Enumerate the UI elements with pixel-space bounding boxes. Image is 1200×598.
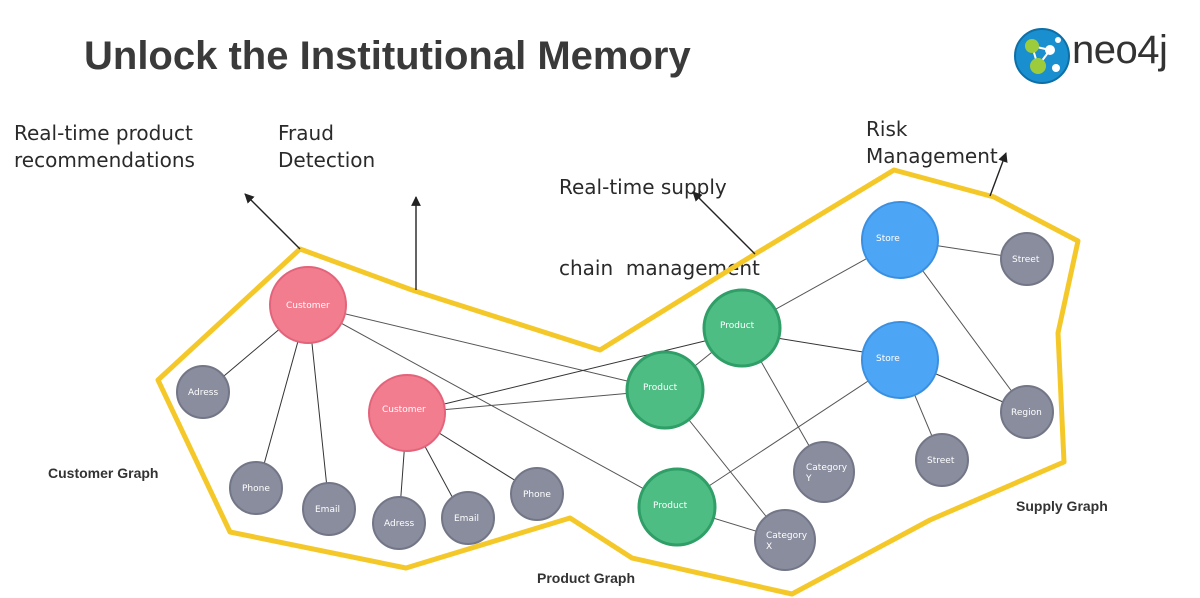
node-customer-2: Customer [368, 374, 446, 452]
node-label: Y [805, 474, 812, 484]
edge [307, 304, 666, 391]
use-case-fraud: Fraud Detection [278, 120, 375, 174]
node-phone-2: Phone [510, 467, 564, 521]
product-graph-label: Product Graph [537, 570, 636, 586]
node-street-2: Street [915, 433, 969, 487]
neo4j-logo-icon [1014, 28, 1070, 84]
node-label: Region [1011, 408, 1042, 418]
node-label: Customer [286, 301, 330, 311]
node-phone-1: Phone [229, 461, 283, 515]
customer-graph-label: Customer Graph [48, 465, 159, 481]
node-label: Adress [188, 388, 218, 398]
node-adress-2: Adress [372, 496, 426, 550]
pointer-arrow [989, 152, 1008, 197]
use-case-line: chain management [559, 256, 760, 280]
graph-outline [155, 167, 1081, 597]
node-street-1: Street [1000, 232, 1054, 286]
page-title: Unlock the Institutional Memory [84, 34, 691, 78]
edge [676, 359, 901, 508]
node-store-1: Store [861, 201, 939, 279]
node-label: Category [766, 531, 808, 541]
pointer-arrow [244, 193, 301, 250]
node-label: X [766, 542, 772, 552]
node-category-x: Category X [754, 509, 816, 571]
use-case-line: Management [866, 144, 998, 168]
node-label: Product [653, 501, 688, 511]
node-label: Email [315, 505, 340, 515]
node-customer-1: Customer [269, 266, 347, 344]
use-case-risk: Risk Management [866, 116, 998, 170]
node-label: Phone [242, 484, 270, 494]
edge [307, 304, 678, 508]
node-store-2: Store [861, 321, 939, 399]
node-label: Category [806, 463, 848, 473]
use-case-line: Risk [866, 117, 908, 141]
node-label: Store [876, 234, 900, 244]
use-case-recommendations: Real-time product recommendations [14, 120, 195, 174]
node-email-2: Email [441, 491, 495, 545]
edge-arrow [406, 330, 743, 414]
node-category-y: Category Y [793, 441, 855, 503]
node-region: Region [1000, 385, 1054, 439]
logo-text: neo4j [1072, 28, 1168, 72]
node-label: Street [1012, 255, 1040, 265]
node-label: Phone [523, 490, 551, 500]
supply-graph-label: Supply Graph [1016, 498, 1108, 514]
use-case-line: Detection [278, 148, 376, 172]
use-case-supply-chain: Real-time supply chain management [559, 120, 760, 309]
node-label: Email [454, 514, 479, 524]
node-email-1: Email [302, 482, 356, 536]
node-product-1: Product [702, 288, 782, 368]
node-label: Adress [384, 519, 414, 529]
node-label: Product [720, 321, 755, 331]
node-product-2: Product [625, 350, 705, 430]
node-label: Customer [382, 405, 426, 415]
node-label: Street [927, 456, 955, 466]
neo4j-logo: neo4j [1012, 26, 1188, 92]
node-adress-1: Adress [176, 365, 230, 419]
node-label: Store [876, 354, 900, 364]
node-label: Product [643, 383, 678, 393]
node-product-3: Product [637, 467, 717, 547]
edge [406, 389, 666, 414]
use-case-line: Fraud [278, 121, 334, 145]
use-case-line: recommendations [14, 148, 195, 172]
pointer-arrow [692, 191, 756, 255]
use-case-line: Real-time product [14, 121, 193, 145]
